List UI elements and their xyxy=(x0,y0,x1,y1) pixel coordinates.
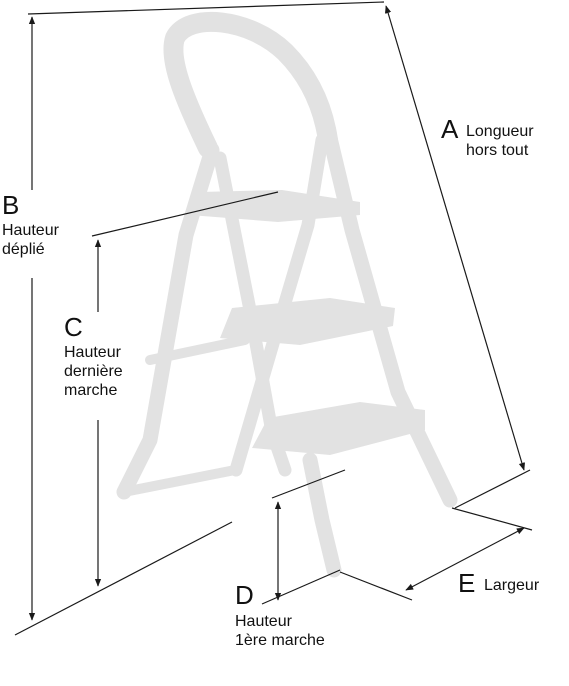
dimension-c-line-3: marche xyxy=(64,381,118,399)
dimension-label-d: D Hauteur 1ère marche xyxy=(235,582,325,651)
dimension-desc-e: Largeur xyxy=(484,577,539,596)
floor-line xyxy=(14,521,233,636)
dimension-arrow-e xyxy=(405,527,525,591)
dimension-a-line-2: hors tout xyxy=(466,141,529,159)
ladder-step-top xyxy=(190,190,360,222)
dimension-e-line-1: Largeur xyxy=(484,577,540,594)
ladder-rear-brace xyxy=(119,465,240,497)
dimension-label-c: C Hauteur dernière marche xyxy=(64,314,123,401)
stepladder-illustration xyxy=(116,11,458,578)
top-reference-line xyxy=(27,1,385,15)
dimension-d-line-2: 1ère marche xyxy=(235,631,325,649)
dimension-b-line-2: déplié xyxy=(2,240,45,258)
dimension-b-line-1: Hauteur xyxy=(2,222,59,239)
dimension-d-line-1: Hauteur xyxy=(235,613,292,630)
dimension-letter-b: B xyxy=(2,190,20,220)
dimension-label-e: E xyxy=(458,570,475,598)
dimension-letter-a: A xyxy=(441,114,459,144)
top-step-reference-line xyxy=(91,191,279,237)
ladder-cross-bar xyxy=(145,335,250,365)
ladder-handle xyxy=(163,11,338,158)
dimension-letter-d: D xyxy=(235,580,254,610)
ladder-front-leg-left xyxy=(229,133,329,477)
dimension-c-line-1: Hauteur xyxy=(64,344,121,361)
ladder-step-middle xyxy=(220,298,395,345)
width-reference-line-left xyxy=(339,571,413,601)
dimension-label-b: B Hauteur déplié xyxy=(2,192,59,260)
width-reference-line-right xyxy=(451,507,533,531)
dimension-c-line-2: dernière xyxy=(64,362,123,380)
ladder-steps xyxy=(190,190,425,455)
dimension-label-a: A xyxy=(441,116,458,144)
dimension-arrow-a xyxy=(384,5,526,471)
first-step-reference-line xyxy=(271,469,346,499)
dimension-letter-e: E xyxy=(458,568,476,598)
dimension-letter-c: C xyxy=(64,312,83,342)
depth-reference-line xyxy=(454,469,531,509)
dimension-desc-a: Longueur hors tout xyxy=(466,123,534,161)
ladder-step-bottom xyxy=(252,402,425,455)
dimension-a-line-1: Longueur xyxy=(466,123,534,140)
ladder-rear-leg-left xyxy=(116,142,220,500)
ladder-front-leg-lower xyxy=(302,452,342,578)
